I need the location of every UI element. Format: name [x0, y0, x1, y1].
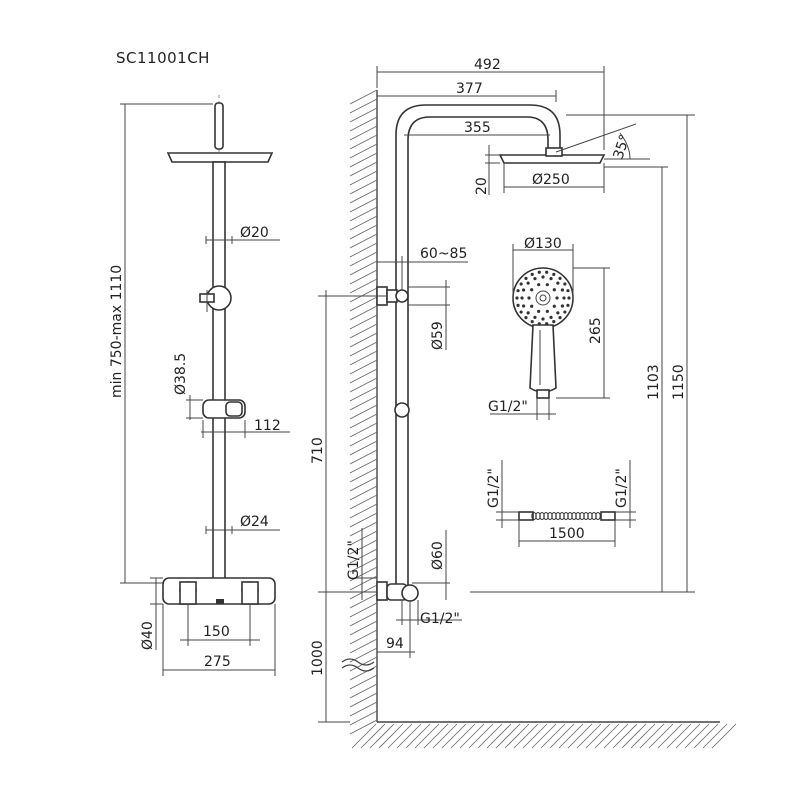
dim-inlet-offset: 94 — [386, 636, 404, 652]
rain-head-side — [498, 154, 606, 164]
dim-mixer-height: Ø40 — [140, 621, 156, 650]
dim-head-dia: Ø250 — [532, 172, 570, 188]
dim-arm-mid: 377 — [456, 81, 483, 97]
dim-mixer-width: 275 — [204, 654, 231, 670]
dim-mixer-centers: 150 — [203, 624, 230, 640]
outlet-spout — [216, 599, 224, 604]
dim-outlet-thread: G1/2" — [420, 611, 460, 627]
shower-hose: G1/2" G1/2" 1500 — [486, 460, 636, 547]
dim-hand-length: 265 — [588, 317, 604, 344]
shower-arm — [395, 104, 561, 150]
rain-head-front — [166, 152, 274, 163]
dim-inlet-thread-left: G1/2" — [346, 540, 362, 580]
dim-arm-total: 492 — [474, 57, 501, 73]
mixer-wall-flange — [376, 581, 388, 601]
dim-hose-length: 1500 — [549, 526, 585, 542]
dim-mixer-dia: Ø60 — [430, 541, 446, 570]
dim-head-thickness: 20 — [474, 177, 490, 195]
dim-bracket-height: 710 — [310, 437, 326, 464]
mixer-side — [401, 584, 419, 602]
dim-pipe-dia-top: Ø20 — [240, 225, 269, 241]
dim-bracket-dia: Ø59 — [430, 321, 446, 350]
hose-nut-left — [518, 511, 534, 521]
dim-floor-height: 1000 — [310, 640, 326, 676]
dim-hose-thread-left: G1/2" — [486, 468, 502, 508]
dim-height-total: 1150 — [671, 364, 687, 400]
dim-height-range: min 750-max 1110 — [109, 265, 125, 398]
riser-pipe-front — [212, 161, 226, 581]
front-view: min 750-max 1110 Ø20 Ø38.5 112 Ø24 Ø40 1… — [109, 95, 290, 676]
diverter-side — [394, 402, 410, 418]
wall-and-floor — [341, 89, 737, 749]
dim-arm-inner: 355 — [464, 120, 491, 136]
dim-hand-head-dia: Ø130 — [524, 236, 562, 252]
dim-hose-thread-right: G1/2" — [614, 468, 630, 508]
hand-shower: Ø130 265 G1/2" — [488, 236, 610, 420]
dim-holder-width: 112 — [254, 418, 281, 434]
hand-shower-connector — [536, 389, 550, 399]
hand-shower-handle — [529, 324, 557, 393]
dim-wall-distance: 60~85 — [420, 246, 467, 262]
dim-tilt-angle: 35° — [611, 133, 634, 162]
dim-height-shower: 1103 — [646, 364, 662, 400]
top-arm-cap — [214, 102, 224, 150]
side-view: 492 377 355 35° 20 Ø250 60~85 Ø59 — [310, 57, 695, 723]
model-code: SC11001CH — [116, 49, 210, 67]
dim-holder-dia: Ø38.5 — [173, 353, 189, 395]
dim-pipe-dia-bottom: Ø24 — [240, 514, 269, 530]
hose-nut-right — [600, 511, 616, 521]
dim-hand-thread: G1/2" — [488, 399, 528, 415]
